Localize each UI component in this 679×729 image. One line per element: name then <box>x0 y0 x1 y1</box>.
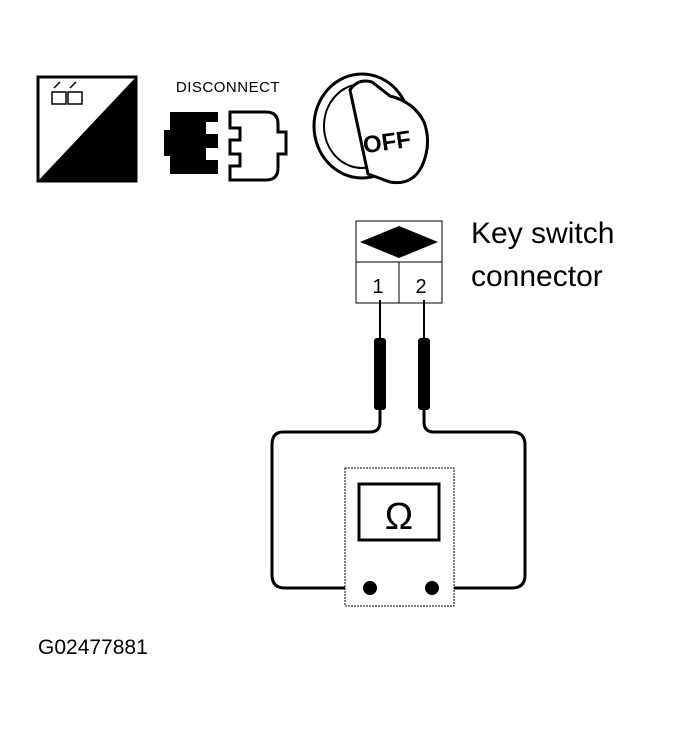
meter-terminal-left <box>363 581 377 595</box>
meter-terminal-right <box>425 581 439 595</box>
probe-left <box>374 300 386 410</box>
connector-title-line1: Key switch <box>471 217 614 250</box>
key-switch-connector: 1 2 <box>355 220 443 304</box>
figure-id: G02477881 <box>38 636 148 659</box>
disconnect-icon: DISCONNECT <box>164 79 288 182</box>
connector-title-line2: connector <box>471 260 603 293</box>
lead-right <box>422 410 527 590</box>
terminal-1-label: 1 <box>372 276 383 298</box>
ignition-label: OFF <box>361 126 412 159</box>
probe-right <box>418 300 430 410</box>
ts-icon: T.S. <box>36 75 138 183</box>
terminal-2-label: 2 <box>415 276 426 298</box>
ohmmeter: Ω <box>344 467 455 607</box>
ohm-symbol: Ω <box>385 496 413 538</box>
lead-left <box>270 410 382 590</box>
disconnect-label: DISCONNECT <box>176 79 280 96</box>
ignition-off-icon: OFF <box>312 72 429 185</box>
ts-label: T.S. <box>89 151 130 178</box>
